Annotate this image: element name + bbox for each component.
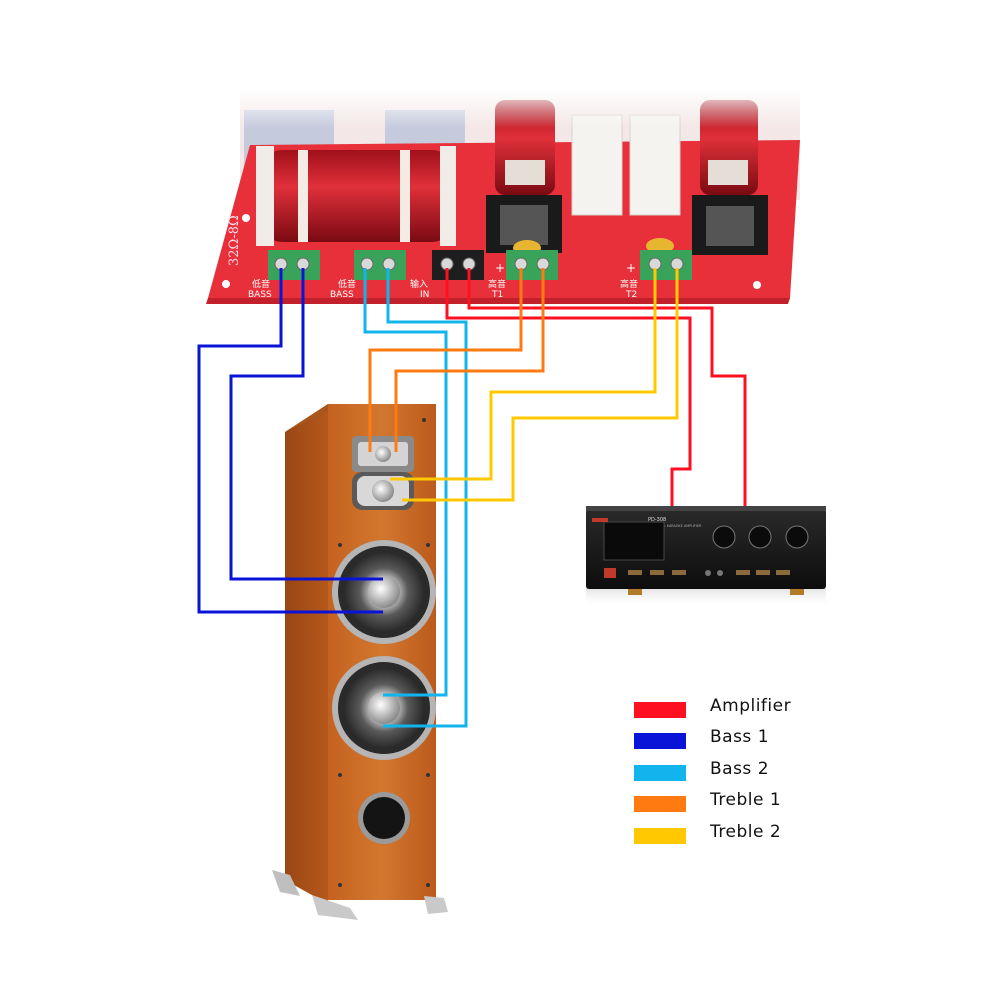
speaker-foot-right xyxy=(424,896,448,914)
speaker-screw xyxy=(422,418,426,422)
terminal-bass1-en: BASS xyxy=(248,290,272,300)
wire-color-legend: Amplifier Bass 1 Bass 2 Treble 1 Treble … xyxy=(634,694,854,851)
terminal-treble2-plus: + xyxy=(626,261,636,275)
resistor-1 xyxy=(571,114,623,216)
amp-top-edge xyxy=(586,506,826,511)
tweeter-top xyxy=(352,436,414,472)
speaker-screw xyxy=(338,543,342,547)
terminal-treble2-en: T2 xyxy=(625,290,637,300)
wire-treble1-1 xyxy=(368,268,523,452)
legend-swatch-bass1 xyxy=(634,733,686,750)
crossover-board: 32Ω-8Ω 低音 BASS 低音 BASS 输入 IN xyxy=(200,88,810,304)
amplifier: PD-308 SPEAKER DIGITAL KARAOKE AMPLIFIER xyxy=(586,506,826,608)
tweeter-bottom xyxy=(352,472,414,510)
wire-amplifier-1 xyxy=(445,268,692,506)
terminal-bass2-en: BASS xyxy=(330,290,354,300)
bass-coil xyxy=(256,146,456,246)
legend-item-amplifier: Amplifier xyxy=(634,694,854,725)
wire-bass2-2 xyxy=(383,268,468,728)
speaker-screw xyxy=(426,773,430,777)
amp-display xyxy=(603,521,665,561)
amp-foot xyxy=(628,589,642,595)
terminal-block-treble1[interactable]: + 高音 T1 xyxy=(488,250,558,300)
wire-amplifier-2 xyxy=(467,268,747,506)
terminal-block-bass1[interactable]: 低音 BASS xyxy=(248,250,320,300)
terminal-block-treble2[interactable]: + 高音 T2 xyxy=(620,250,692,300)
terminal-block-input[interactable]: 输入 IN xyxy=(410,250,484,300)
speaker-screw xyxy=(338,883,342,887)
mount-hole xyxy=(753,281,761,289)
resistor-2 xyxy=(629,114,681,216)
legend-item-bass1: Bass 1 xyxy=(634,725,854,756)
amp-foot xyxy=(790,589,804,595)
mount-hole xyxy=(242,214,250,222)
wire-treble2-2 xyxy=(402,268,679,502)
legend-item-treble1: Treble 1 xyxy=(634,788,854,819)
wire-bass1-2 xyxy=(229,268,383,581)
speaker-foot-left xyxy=(272,870,300,896)
amp-button-row xyxy=(604,568,790,578)
terminal-bass2-cn: 低音 xyxy=(338,278,356,290)
legend-item-treble2: Treble 2 xyxy=(634,820,854,851)
board-rating-label: 32Ω-8Ω xyxy=(227,215,242,266)
legend-swatch-bass2 xyxy=(634,764,686,781)
terminal-input-cn: 输入 xyxy=(410,278,428,290)
wires xyxy=(197,268,747,728)
legend-label-treble2: Treble 2 xyxy=(710,821,782,842)
legend-swatch-treble1 xyxy=(634,796,686,813)
pcb-edge xyxy=(206,298,790,304)
amp-model-label: PD-308 xyxy=(648,517,666,523)
speaker-screw xyxy=(426,883,430,887)
legend-label-treble1: Treble 1 xyxy=(710,790,782,811)
floor-speaker xyxy=(272,404,448,920)
legend-swatch-treble2 xyxy=(634,827,686,844)
woofer-upper xyxy=(332,540,436,644)
mount-hole xyxy=(222,280,230,288)
amp-subtitle: SPEAKER DIGITAL KARAOKE AMPLIFIER xyxy=(636,524,702,528)
terminal-bass1-cn: 低音 xyxy=(252,278,270,290)
wire-bass1-1 xyxy=(197,268,383,614)
bass-port xyxy=(358,792,410,844)
speaker-screw xyxy=(338,773,342,777)
board-fade xyxy=(200,88,810,128)
legend-item-bass2: Bass 2 xyxy=(634,757,854,788)
speaker-foot-front xyxy=(312,895,358,920)
wire-treble2-1 xyxy=(390,268,657,481)
woofer-lower xyxy=(332,656,436,760)
amp-knob-middle[interactable] xyxy=(748,525,772,549)
terminal-treble1-cn: 高音 xyxy=(488,278,506,290)
legend-label-amplifier: Amplifier xyxy=(710,696,792,716)
amp-knob-left[interactable] xyxy=(712,525,736,549)
amp-logo-badge xyxy=(592,518,608,522)
amp-reflection xyxy=(586,588,826,608)
speaker-screw xyxy=(426,543,430,547)
legend-swatch-amplifier xyxy=(634,702,686,718)
wire-treble1-2 xyxy=(394,268,545,452)
terminal-treble1-en: T1 xyxy=(491,290,503,300)
terminal-input-en: IN xyxy=(420,290,429,300)
legend-label-bass2: Bass 2 xyxy=(710,758,770,779)
speaker-side-panel xyxy=(285,404,328,904)
amp-knob-right[interactable] xyxy=(785,525,809,549)
wire-bass2-1 xyxy=(363,268,448,697)
terminal-block-bass2[interactable]: 低音 BASS xyxy=(330,250,406,300)
legend-label-bass1: Bass 1 xyxy=(710,727,770,748)
terminal-treble1-plus: + xyxy=(495,261,505,275)
terminal-treble2-cn: 高音 xyxy=(620,278,638,290)
